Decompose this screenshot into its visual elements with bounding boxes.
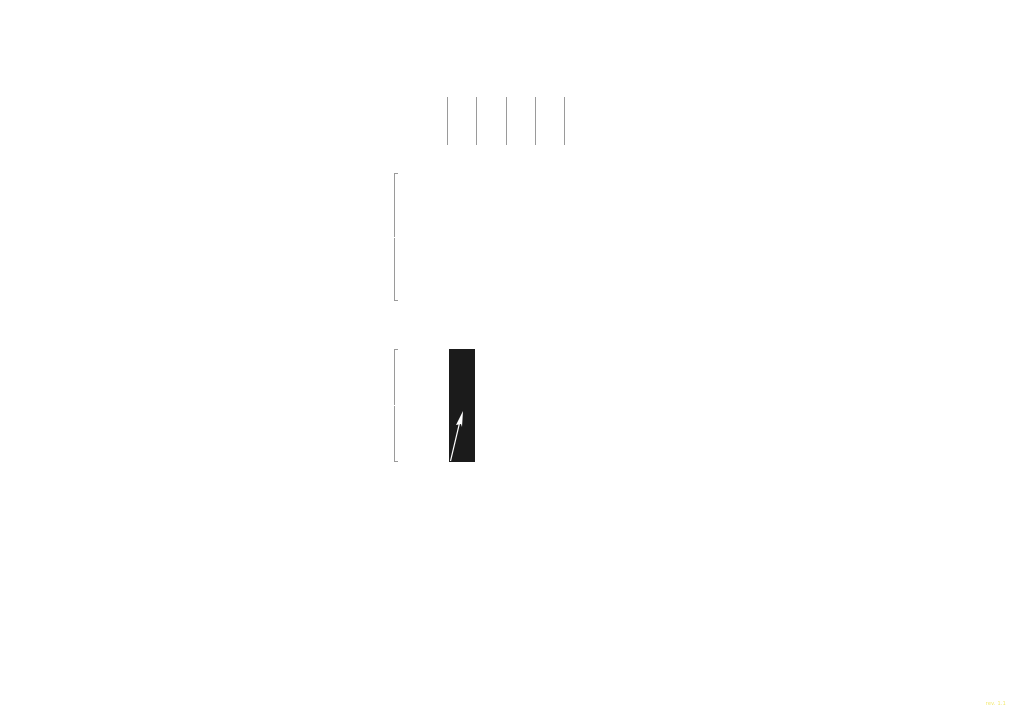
bracket-break	[394, 237, 395, 238]
vertical-rule	[564, 97, 565, 145]
bracket-break	[394, 405, 395, 406]
left-bracket-lower	[394, 349, 398, 462]
corner-mark: rev. 1.1	[985, 701, 1006, 707]
vertical-rule	[476, 97, 477, 145]
dark-panel	[449, 349, 475, 462]
vertical-rule	[535, 97, 536, 145]
left-bracket-upper	[394, 173, 398, 301]
vertical-rule	[447, 97, 448, 145]
up-arrow-icon	[449, 411, 463, 462]
vertical-rule	[506, 97, 507, 145]
